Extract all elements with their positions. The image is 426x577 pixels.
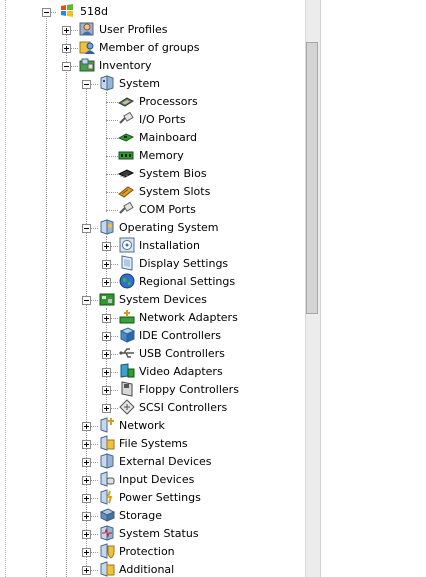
tree-item-system[interactable]: System: [119, 77, 161, 90]
tree-item-input-devices[interactable]: Input Devices: [119, 473, 195, 486]
file-systems-icon: [100, 435, 115, 451]
expand-toggle[interactable]: [82, 422, 91, 431]
tree-item-display-settings[interactable]: Display Settings: [139, 257, 229, 270]
tree-item-additional[interactable]: Additional: [119, 563, 175, 576]
expand-toggle[interactable]: [82, 530, 91, 539]
expand-toggle[interactable]: [62, 44, 71, 53]
tree-item-power-settings[interactable]: Power Settings: [119, 491, 201, 504]
tree-item-inventory[interactable]: Inventory: [99, 59, 152, 72]
video-adapter-icon: [120, 363, 135, 378]
tree-item-file-systems[interactable]: File Systems: [119, 437, 188, 450]
collapse-toggle[interactable]: [82, 80, 91, 89]
network-adapter-icon: [119, 310, 135, 324]
tree-connector: [106, 308, 107, 410]
operating-system-icon: [100, 219, 114, 235]
tree-item-network-adapters[interactable]: Network Adapters: [139, 311, 238, 324]
tree-root-label[interactable]: 518d: [80, 5, 108, 18]
expand-toggle[interactable]: [82, 566, 91, 575]
expand-toggle[interactable]: [62, 26, 71, 35]
power-icon: [100, 489, 113, 505]
globe-icon: [119, 273, 135, 289]
expand-toggle[interactable]: [102, 350, 111, 359]
bios-chip-icon: [118, 169, 134, 178]
expand-toggle[interactable]: [102, 368, 111, 377]
tree-connector: [86, 84, 87, 572]
ide-controller-icon: [119, 327, 135, 343]
group-icon: [79, 41, 95, 54]
tree-item-scsi-controllers[interactable]: SCSI Controllers: [139, 401, 228, 414]
port-icon: [119, 201, 134, 214]
tree-item-memory[interactable]: Memory: [139, 149, 184, 162]
collapse-toggle[interactable]: [42, 8, 51, 17]
tree-item-io-ports[interactable]: I/O Ports: [139, 113, 186, 126]
system-status-icon: [100, 525, 114, 541]
memory-icon: [118, 151, 134, 160]
expand-toggle[interactable]: [102, 386, 111, 395]
external-devices-icon: [100, 453, 114, 469]
processor-icon: [118, 97, 134, 107]
expand-toggle[interactable]: [102, 260, 111, 269]
expand-toggle[interactable]: [102, 332, 111, 341]
system-devices-icon: [99, 293, 115, 306]
tree-item-storage[interactable]: Storage: [119, 509, 163, 522]
windows-logo-icon: [61, 4, 73, 17]
tree-item-processors[interactable]: Processors: [139, 95, 198, 108]
display-icon: [121, 255, 133, 271]
storage-icon: [99, 508, 115, 522]
tree-item-external-devices[interactable]: External Devices: [119, 455, 212, 468]
expand-toggle[interactable]: [82, 476, 91, 485]
expand-toggle[interactable]: [82, 458, 91, 467]
tree-connector: [66, 68, 67, 577]
installation-icon: [119, 237, 135, 253]
collapse-toggle[interactable]: [82, 296, 91, 305]
expand-toggle[interactable]: [82, 494, 91, 503]
scsi-icon: [119, 399, 135, 415]
expand-toggle[interactable]: [82, 512, 91, 521]
expand-toggle[interactable]: [102, 314, 111, 323]
tree-item-system-status[interactable]: System Status: [119, 527, 199, 540]
tree-connector: [106, 92, 107, 212]
slot-icon: [118, 186, 134, 198]
expand-toggle[interactable]: [82, 440, 91, 449]
additional-icon: [100, 561, 115, 577]
tree-item-user-profiles[interactable]: User Profiles: [99, 23, 168, 36]
inventory-icon: [79, 58, 95, 72]
right-pane: [320, 0, 426, 577]
tree-item-network[interactable]: Network: [119, 419, 165, 432]
usb-icon: [119, 348, 134, 358]
tree-item-system-devices[interactable]: System Devices: [119, 293, 207, 306]
floppy-icon: [121, 381, 133, 397]
tree-connector: [46, 12, 47, 577]
expand-toggle[interactable]: [102, 404, 111, 413]
tree-item-usb-controllers[interactable]: USB Controllers: [139, 347, 225, 360]
tree-item-video-adapters[interactable]: Video Adapters: [139, 365, 223, 378]
protection-icon: [100, 543, 115, 559]
tree-item-com-ports[interactable]: COM Ports: [139, 203, 196, 216]
left-gutter-line: [5, 0, 6, 577]
mainboard-icon: [118, 133, 134, 142]
user-profile-icon: [79, 22, 94, 36]
collapse-toggle[interactable]: [82, 224, 91, 233]
expand-toggle[interactable]: [102, 242, 111, 251]
system-icon: [100, 75, 114, 91]
vertical-scrollbar-thumb[interactable]: [306, 42, 318, 314]
tree-item-floppy-controllers[interactable]: Floppy Controllers: [139, 383, 239, 396]
network-icon: [100, 417, 114, 433]
tree-item-installation[interactable]: Installation: [139, 239, 200, 252]
tree-item-system-bios[interactable]: System Bios: [139, 167, 207, 180]
tree-item-operating-system[interactable]: Operating System: [119, 221, 219, 234]
tree-item-mainboard[interactable]: Mainboard: [139, 131, 198, 144]
tree-item-member-of-groups[interactable]: Member of groups: [99, 41, 200, 54]
tree-item-regional-settings[interactable]: Regional Settings: [139, 275, 236, 288]
tree-item-protection[interactable]: Protection: [119, 545, 175, 558]
tree-item-ide-controllers[interactable]: IDE Controllers: [139, 329, 222, 342]
collapse-toggle[interactable]: [62, 62, 71, 71]
inventory-tree[interactable]: 518d User Profiles Member of groups Inve…: [0, 0, 305, 577]
tree-item-system-slots[interactable]: System Slots: [139, 185, 211, 198]
input-devices-icon: [100, 471, 115, 487]
expand-toggle[interactable]: [102, 278, 111, 287]
expand-toggle[interactable]: [82, 548, 91, 557]
port-icon: [119, 111, 134, 124]
